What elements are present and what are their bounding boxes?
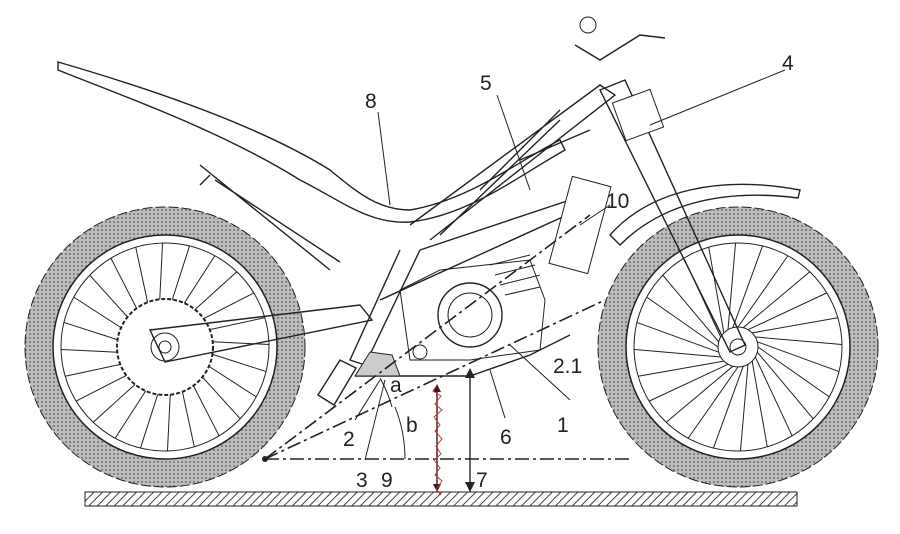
spoke — [636, 321, 719, 353]
spoke — [755, 336, 843, 346]
label-1: 1 — [557, 414, 569, 437]
label-3: 3 — [356, 469, 368, 492]
spoke — [646, 296, 719, 348]
spoke — [648, 363, 729, 402]
leader-lines — [354, 69, 786, 461]
spoke — [633, 348, 721, 358]
reference-line-a — [264, 299, 606, 460]
engine — [399, 254, 546, 361]
label-10: 10 — [606, 190, 629, 213]
spoke — [638, 360, 724, 377]
spoke — [751, 361, 768, 447]
front-fender — [609, 183, 801, 246]
label-8: 8 — [365, 90, 377, 113]
angle-arc-b — [394, 406, 406, 460]
rear-wheel — [24, 206, 306, 488]
label-angle-b: b — [406, 414, 418, 437]
spoke — [732, 245, 764, 328]
label-angle-a: a — [390, 374, 402, 397]
label-5: 5 — [480, 72, 492, 95]
label-2: 2 — [343, 428, 355, 451]
spoke — [712, 366, 744, 449]
spoke — [662, 274, 720, 343]
footpeg-bracket — [354, 351, 401, 377]
front-wheel — [597, 206, 879, 488]
spoke — [752, 317, 838, 334]
spoke — [756, 351, 814, 420]
spoke — [708, 247, 725, 333]
rear-fender-seat — [57, 61, 566, 223]
spoke — [754, 356, 793, 437]
label-7: 7 — [476, 469, 488, 492]
handlebar — [574, 34, 666, 61]
spoke — [687, 366, 739, 439]
spoke — [665, 365, 734, 423]
label-6: 6 — [500, 426, 512, 449]
skid-plate — [355, 334, 571, 377]
label-9: 9 — [381, 469, 393, 492]
spoke — [757, 346, 830, 398]
spoke — [742, 271, 811, 329]
front-fork — [599, 79, 746, 353]
footpeg — [317, 359, 357, 406]
spoke — [739, 364, 749, 452]
spoke — [737, 255, 789, 328]
spoke — [757, 341, 840, 373]
spoke — [727, 242, 737, 330]
frame — [349, 84, 617, 366]
spoke — [747, 292, 828, 331]
label-4: 4 — [782, 52, 794, 75]
rear-shock — [199, 164, 341, 271]
swingarm — [148, 304, 374, 363]
angle-arc-a — [379, 377, 393, 408]
red-annotation-scribble — [432, 384, 443, 496]
reference-line-b — [264, 214, 591, 460]
ground-surface — [84, 491, 798, 507]
label-2-1: 2.1 — [553, 355, 582, 378]
